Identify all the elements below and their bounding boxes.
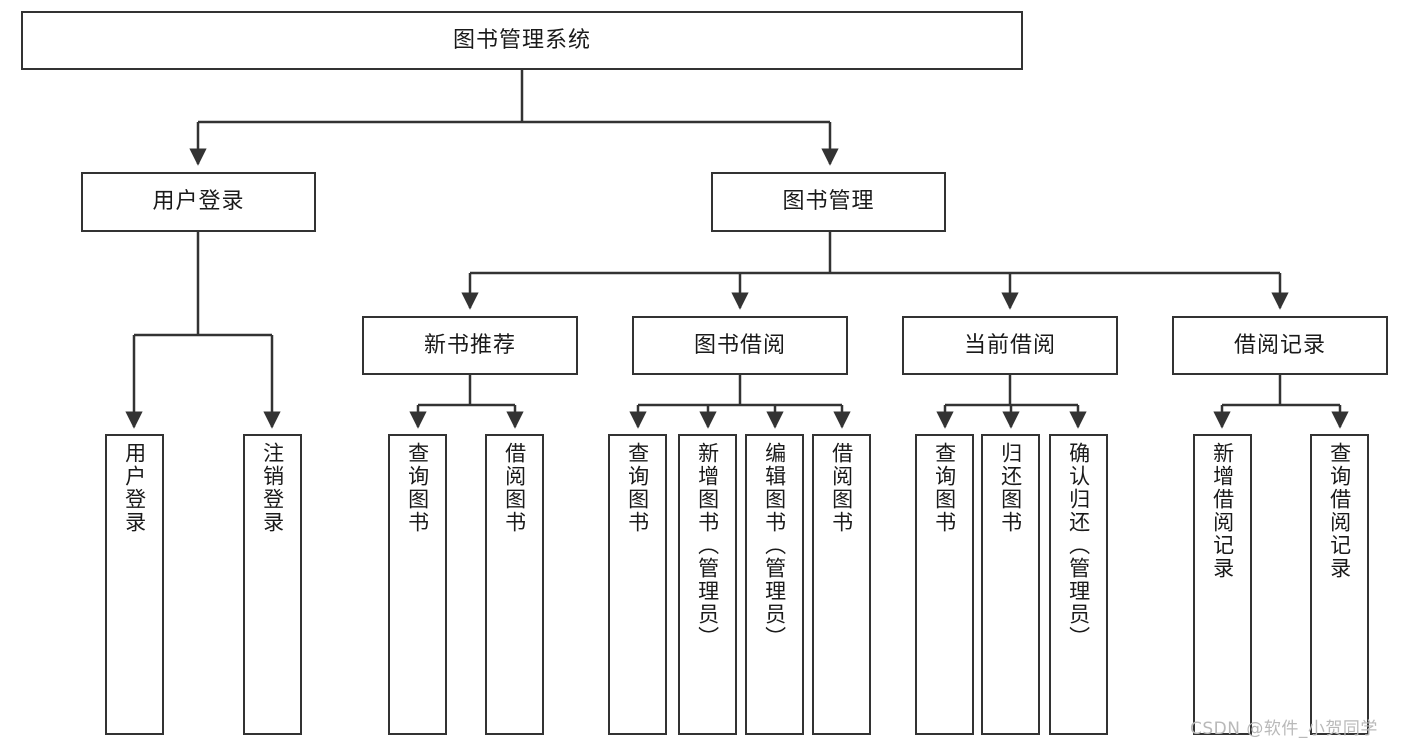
leaf-return-book-label: 归还图书	[998, 442, 1023, 534]
leaf-query-book-2-label: 查询图书	[625, 442, 650, 534]
node-root[interactable]: 图书管理系统	[21, 11, 1023, 70]
leaf-return-book[interactable]: 归还图书	[981, 434, 1040, 735]
leaf-user-login[interactable]: 用户登录	[105, 434, 164, 735]
node-user-login-label: 用户登录	[152, 189, 245, 215]
node-root-label: 图书管理系统	[452, 27, 591, 53]
leaf-query-record-label: 查询借阅记录	[1327, 442, 1352, 580]
node-borrow-record[interactable]: 借阅记录	[1172, 316, 1388, 375]
leaf-add-book[interactable]: 新增图书（管理员）	[678, 434, 737, 735]
node-current-borrow-label: 当前借阅	[963, 332, 1056, 358]
watermark: CSDN @软件_小贺同学	[1190, 719, 1378, 739]
leaf-edit-book-label: 编辑图书（管理员）	[762, 442, 787, 649]
leaf-borrow-book-2[interactable]: 借阅图书	[812, 434, 871, 735]
leaf-borrow-book-1[interactable]: 借阅图书	[485, 434, 544, 735]
leaf-query-record[interactable]: 查询借阅记录	[1310, 434, 1369, 735]
leaf-add-record[interactable]: 新增借阅记录	[1193, 434, 1252, 735]
leaf-user-login-label: 用户登录	[122, 442, 147, 534]
node-book-manage-label: 图书管理	[782, 189, 875, 215]
node-current-borrow[interactable]: 当前借阅	[902, 316, 1118, 375]
leaf-logout[interactable]: 注销登录	[243, 434, 302, 735]
leaf-query-book-3-label: 查询图书	[932, 442, 957, 534]
leaf-add-record-label: 新增借阅记录	[1210, 442, 1235, 580]
node-borrow-record-label: 借阅记录	[1233, 332, 1326, 358]
leaf-query-book-3[interactable]: 查询图书	[915, 434, 974, 735]
node-book-manage[interactable]: 图书管理	[711, 172, 946, 232]
leaf-query-book-2[interactable]: 查询图书	[608, 434, 667, 735]
node-book-borrow-label: 图书借阅	[693, 332, 786, 358]
leaf-confirm-return[interactable]: 确认归还（管理员）	[1049, 434, 1108, 735]
leaf-logout-label: 注销登录	[260, 442, 285, 534]
leaf-borrow-book-1-label: 借阅图书	[502, 442, 527, 534]
leaf-confirm-return-label: 确认归还（管理员）	[1066, 442, 1091, 649]
node-book-borrow[interactable]: 图书借阅	[632, 316, 848, 375]
leaf-add-book-label: 新增图书（管理员）	[695, 442, 720, 649]
node-new-book-recommend[interactable]: 新书推荐	[362, 316, 578, 375]
leaf-borrow-book-2-label: 借阅图书	[829, 442, 854, 534]
node-user-login[interactable]: 用户登录	[81, 172, 316, 232]
node-new-book-recommend-label: 新书推荐	[423, 332, 516, 358]
leaf-edit-book[interactable]: 编辑图书（管理员）	[745, 434, 804, 735]
leaf-query-book-1-label: 查询图书	[405, 442, 430, 534]
leaf-query-book-1[interactable]: 查询图书	[388, 434, 447, 735]
